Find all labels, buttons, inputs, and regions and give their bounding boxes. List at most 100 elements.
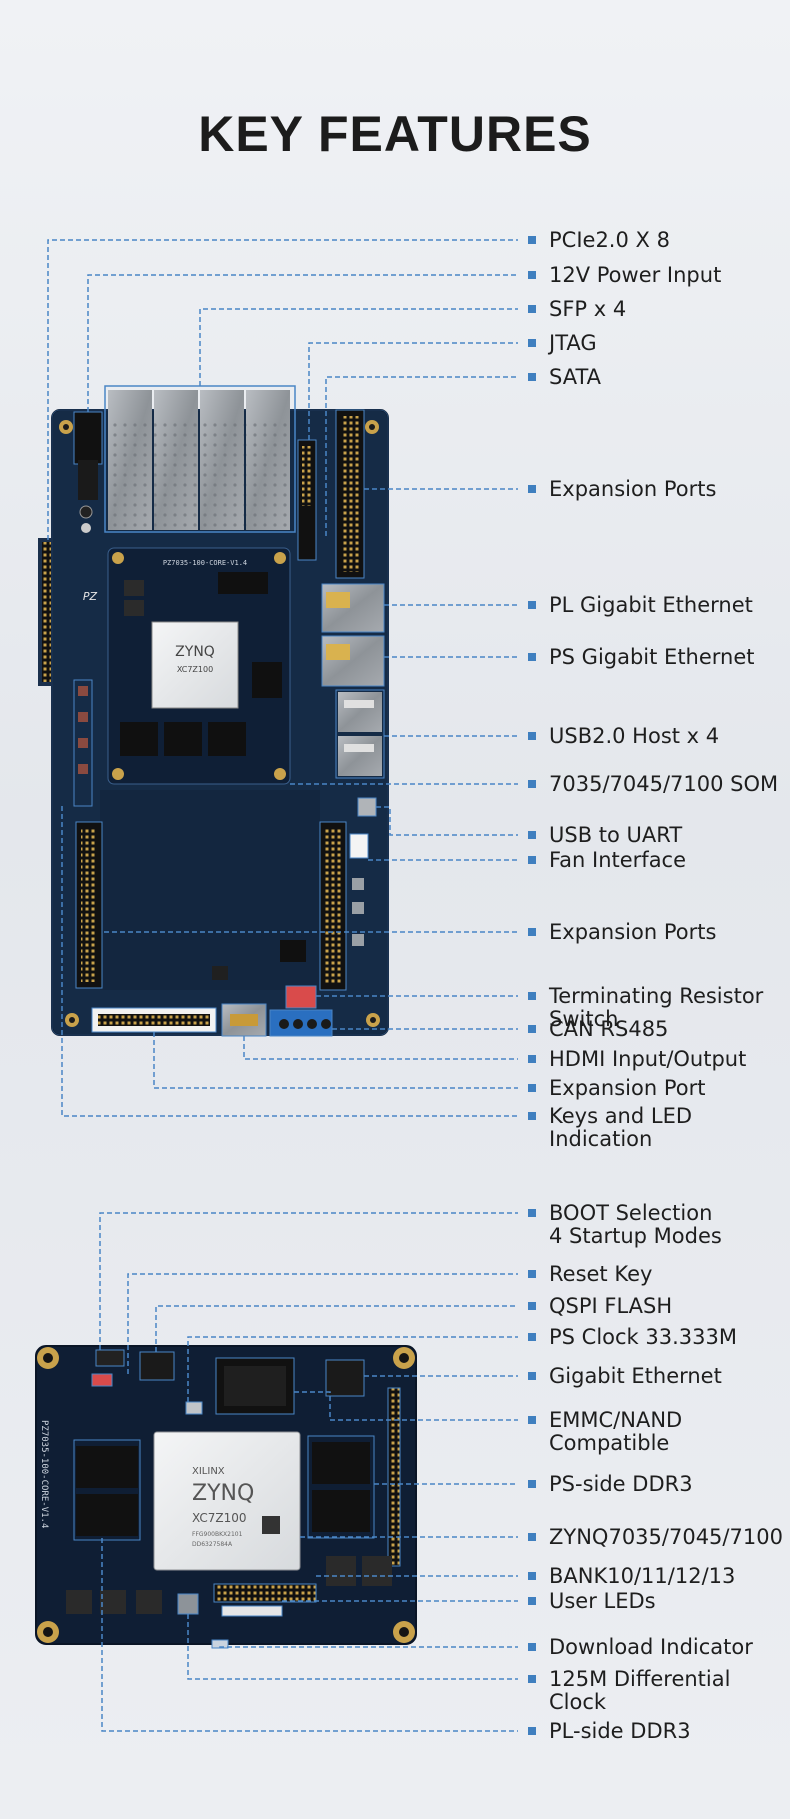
som-bullet-3 (528, 1302, 536, 1310)
board-callout-line-3 (199, 308, 518, 386)
main-chip-brand: ZYNQ (175, 644, 215, 660)
som-label-4: PS Clock 33.333M (549, 1325, 737, 1349)
user-leds (221, 1605, 283, 1617)
board-label-9: USB2.0 Host x 4 (549, 724, 719, 748)
som-board: XILINX ZYNQ XC7Z100 FFG900BKX2101 DD6327… (35, 1345, 417, 1649)
som-label-6-line2: Compatible (549, 1431, 669, 1455)
board-label-6: Expansion Ports (549, 477, 716, 501)
board-label-18-line2: Indication (549, 1127, 652, 1151)
som-callout-line-1 (99, 1212, 518, 1350)
board-bullet-7 (528, 601, 536, 609)
board-label-8: PS Gigabit Ethernet (549, 645, 755, 669)
board-bullet-9 (528, 732, 536, 740)
ps-clock-crystal (185, 1401, 203, 1415)
board-bullet-14 (528, 992, 536, 1000)
diff-clock (177, 1593, 199, 1615)
main-chip-model: XC7Z100 (177, 665, 213, 674)
som-chip-code2: DD6327584A (192, 1541, 233, 1548)
som-label-12: 125M Differential (549, 1667, 730, 1691)
board-label-18: Keys and LED (549, 1104, 692, 1128)
pl-ddr3-chip-1 (76, 1446, 138, 1488)
som-chip-code1: FFG900BKX2101 (192, 1531, 243, 1538)
pl-ddr3-chip-2 (76, 1494, 138, 1536)
som-bullet-8 (528, 1533, 536, 1541)
som-bullet-2 (528, 1270, 536, 1278)
som-label-1: BOOT Selection (549, 1201, 712, 1225)
ethernet-phy-chip (325, 1359, 365, 1397)
som-callout-line-4 (187, 1336, 518, 1402)
sfp-cages (104, 385, 296, 533)
board-callout-line-11 (376, 806, 518, 836)
terminating-switch (285, 985, 317, 1009)
page-title: KEY FEATURES (198, 106, 592, 162)
board-bullet-12 (528, 856, 536, 864)
board-label-13: Expansion Ports (549, 920, 716, 944)
board-label-4: JTAG (547, 331, 597, 355)
board-label-7: PL Gigabit Ethernet (549, 593, 753, 617)
som-chip-model: XC7Z100 (192, 1511, 247, 1525)
board-bullet-4 (528, 339, 536, 347)
board-label-17: Expansion Port (549, 1076, 705, 1100)
som-bullet-6 (528, 1416, 536, 1424)
board-bullet-8 (528, 653, 536, 661)
board-bullet-1 (528, 236, 536, 244)
som-label-12-line2: Clock (549, 1690, 607, 1714)
som-bullet-10 (528, 1597, 536, 1605)
som-bullet-11 (528, 1643, 536, 1651)
board-bullet-11 (528, 831, 536, 839)
bank-connector-area (213, 1583, 317, 1603)
som-on-board: ZYNQ XC7Z100 PZ7035-100-CORE-V1.4 (107, 547, 291, 785)
board-callout-line-1 (47, 239, 518, 540)
som-bullet-9 (528, 1572, 536, 1580)
ps-ethernet-jack (321, 635, 385, 687)
som-callout-line-11 (219, 1646, 518, 1648)
board-label-10: 7035/7045/7100 SOM (549, 772, 778, 796)
keys-and-leds (73, 679, 93, 807)
som-callout-line-13 (101, 1538, 518, 1732)
som-chip-brand: ZYNQ (192, 1481, 254, 1506)
board-logo: PZ (83, 590, 98, 603)
board-callout-line-5 (325, 376, 518, 536)
board-bullet-17 (528, 1084, 536, 1092)
board-bullet-3 (528, 305, 536, 313)
board-silk-text: PZ7035-100-CORE-V1.4 (163, 559, 247, 567)
board-label-16: HDMI Input/Output (549, 1047, 746, 1071)
carrier-board: ZYNQ XC7Z100 PZ7035-100-CORE-V1.4 PZ (38, 385, 389, 1037)
som-label-11: Download Indicator (549, 1635, 753, 1659)
board-bullet-15 (528, 1025, 536, 1033)
board-callout-line-4 (308, 342, 518, 440)
som-bullet-1 (528, 1209, 536, 1217)
som-bullet-12 (528, 1675, 536, 1683)
board-label-5: SATA (549, 365, 602, 389)
boot-switch (95, 1349, 125, 1367)
som-callout-line-2 (127, 1273, 518, 1374)
ps-ddr3-chip-1 (312, 1442, 370, 1484)
som-bullet-7 (528, 1480, 536, 1488)
som-label-9: BANK10/11/12/13 (549, 1564, 735, 1588)
board-label-14: Terminating Resistor (548, 984, 764, 1008)
board-label-3: SFP x 4 (549, 297, 626, 321)
power-jack (73, 411, 103, 465)
board-callout-line-17 (153, 1032, 518, 1089)
reset-key (91, 1373, 113, 1387)
som-label-5: Gigabit Ethernet (549, 1364, 722, 1388)
som-bullet-13 (528, 1727, 536, 1735)
ps-ddr3-chip-2 (312, 1490, 370, 1532)
board-bullet-5 (528, 373, 536, 381)
board-label-14-line2: Switch (549, 1007, 618, 1031)
board-bullet-10 (528, 780, 536, 788)
usb-uart-port (357, 797, 377, 817)
som-label-10: User LEDs (549, 1589, 656, 1613)
board-callout-line-16 (243, 1036, 518, 1060)
som-silk-text: PZ7035-100-CORE-V1.4 (39, 1420, 49, 1528)
som-label-7: PS-side DDR3 (549, 1472, 693, 1496)
som-bullet-5 (528, 1372, 536, 1380)
fan-connector (349, 833, 369, 859)
som-main-chip (153, 1431, 301, 1571)
usb-host-ports (335, 689, 385, 779)
som-label-2: Reset Key (549, 1262, 652, 1286)
board-bullet-6 (528, 485, 536, 493)
board-label-11: USB to UART (549, 823, 682, 847)
